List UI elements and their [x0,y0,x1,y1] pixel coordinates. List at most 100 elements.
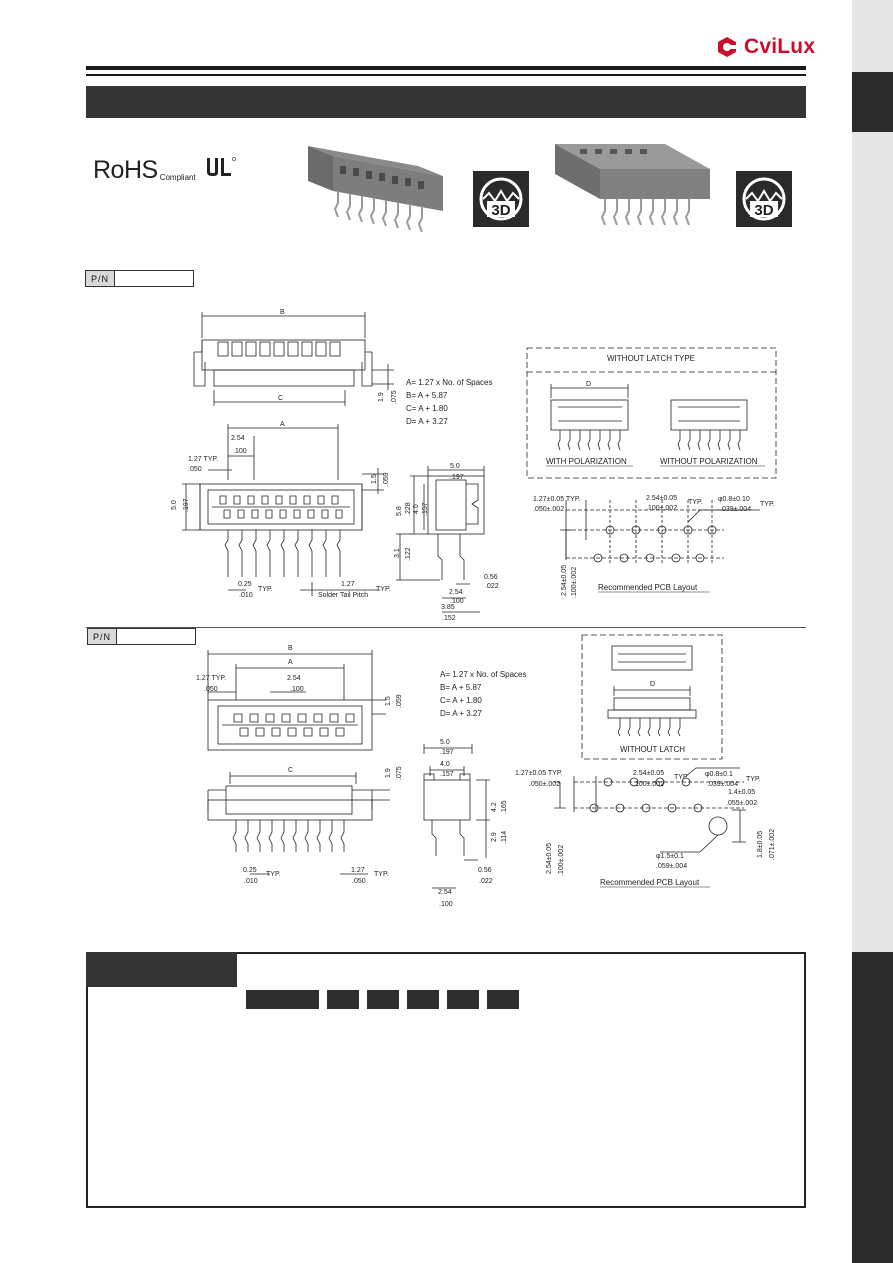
dim-label: C [278,395,283,402]
ordering-info-tab [86,952,237,985]
dim-label: 5.0 [440,739,450,746]
pcb-label: 1.27±0.05 TYP. [533,496,581,503]
dim-label: .075 [396,766,403,780]
dim-label: B [288,645,293,652]
dim-label: .157 [440,771,454,778]
dim-label: 4.2 [491,802,498,812]
formula-line: B= A + 5.87 [440,683,482,692]
dim-label: 2.54 [287,675,301,682]
dim-label: 2.54 [438,889,452,896]
pcb-caption: Recommended PCB Layout [598,583,698,592]
sidebar-tab-upper [852,72,893,132]
dim-label: .197 [450,474,464,481]
formula-line: A= 1.27 x No. of Spaces [406,378,493,387]
pcb-caption: Recommended PCB Layout [600,878,700,887]
pn-value [117,629,195,644]
pn-box-top: P/N [85,270,194,287]
dim-label: TYP. [376,586,391,593]
latch-caption: WITHOUT LATCH [620,745,685,754]
dim-label: A [288,659,293,666]
formula-line: A= 1.27 x No. of Spaces [440,670,527,679]
dim-label: .022 [479,878,493,885]
dim-label: .010 [239,592,253,599]
latch-caption: WITH POLARIZATION [546,457,627,466]
formula-line: B= A + 5.87 [406,391,448,400]
brand-name: CviLux [744,35,816,58]
dim-label: 1.27 [341,581,355,588]
part-code-block [487,990,519,1009]
pn-label: P/N [86,271,115,286]
dim-label: A [280,421,285,428]
bottom-technical-drawing: B A C 1.27 TYP. .050 2.54 .100 1.5 .059 … [196,634,776,908]
dim-label: 2.54 [231,435,245,442]
pcb-label: φ0.8±0.10 [718,496,750,503]
part-code-block [407,990,439,1009]
dim-label: .114 [501,831,508,844]
pn-label: P/N [88,629,117,644]
pcb-label: .059±.004 [656,863,687,870]
dim-label: 0.56 [478,867,492,874]
pcb-label: 1.4±0.05 [728,789,755,796]
dim-label: TYP. [374,871,389,878]
dim-label: 5.0 [450,463,460,470]
dim-label: 3.1 [394,548,401,558]
header-rule-thin [86,74,806,76]
dim-label: 1.9 [385,768,392,778]
dim-label: 1.27 [351,867,365,874]
latch-caption: WITHOUT POLARIZATION [660,457,758,466]
dim-label: .010 [244,878,258,885]
pcb-label: .100±.002 [633,781,664,788]
dim-label: .228 [405,502,412,516]
product-photo-latch [308,146,443,233]
dim-label: .122 [405,547,412,561]
pn-box-bottom: P/N [87,628,196,645]
dim-label: 2.54 [449,589,463,596]
dim-label: TYP. [266,871,281,878]
formula-line: D= A + 3.27 [406,417,448,426]
dim-label: B [280,309,285,316]
rohs-text: RoHS [93,156,158,184]
pcb-label: TYP [674,774,688,781]
dim-label: .059 [396,694,403,708]
3d-badge-label: 3D [754,202,773,219]
pcb-label: .100±.002 [646,505,677,512]
rohs-mark: RoHS Compliant [93,158,196,183]
dim-label: .075 [391,390,398,404]
dim-label: .050 [352,878,366,885]
header-rule [86,66,806,70]
pn-value [115,271,193,286]
latch-box-title: WITHOUT LATCH TYPE [607,354,695,363]
dim-label: 5.0 [171,500,178,510]
dim-label: .100 [439,901,453,908]
dim-label: .059 [383,472,390,486]
dim-label: 0.25 [238,581,252,588]
pcb-label: .055±.002 [726,800,757,807]
dim-label: .100 [233,448,247,455]
dim-label: 2.9 [491,832,498,842]
dim-label: 4.0 [413,504,420,514]
dim-label: 5.8 [396,506,403,516]
part-code-block [327,990,359,1009]
pcb-label: 2.54±0.05 [561,565,568,596]
pcb-label: .039±.004 [707,781,738,788]
dim-label: 4.0 [440,761,450,768]
3d-model-badge[interactable]: 3D [473,171,529,227]
pcb-label: 1.8±0.05 [757,831,764,858]
ordering-info-underline [86,985,237,987]
dim-label: 3.85 [441,604,455,611]
pcb-label: .100±.002 [558,845,565,876]
section-divider [86,627,806,628]
dim-label: .165 [501,800,508,814]
dim-label: .197 [440,749,454,756]
pcb-label: TYP. [746,776,761,783]
rohs-subtext: Compliant [159,173,196,182]
part-code-block [246,990,319,1009]
dim-label: D [650,681,655,688]
brand-logo: CviLux [716,34,815,60]
dim-label: .100 [290,686,304,693]
pcb-label: .071±.002 [769,829,776,860]
formula-line: C= A + 1.80 [406,404,448,413]
top-technical-drawing: B C A 2.54 .100 1.27 TYP. .050 5.0 .197 … [171,309,777,622]
pcb-label: .050±.002 [533,506,564,513]
3d-model-badge-2[interactable]: 3D [736,171,792,227]
